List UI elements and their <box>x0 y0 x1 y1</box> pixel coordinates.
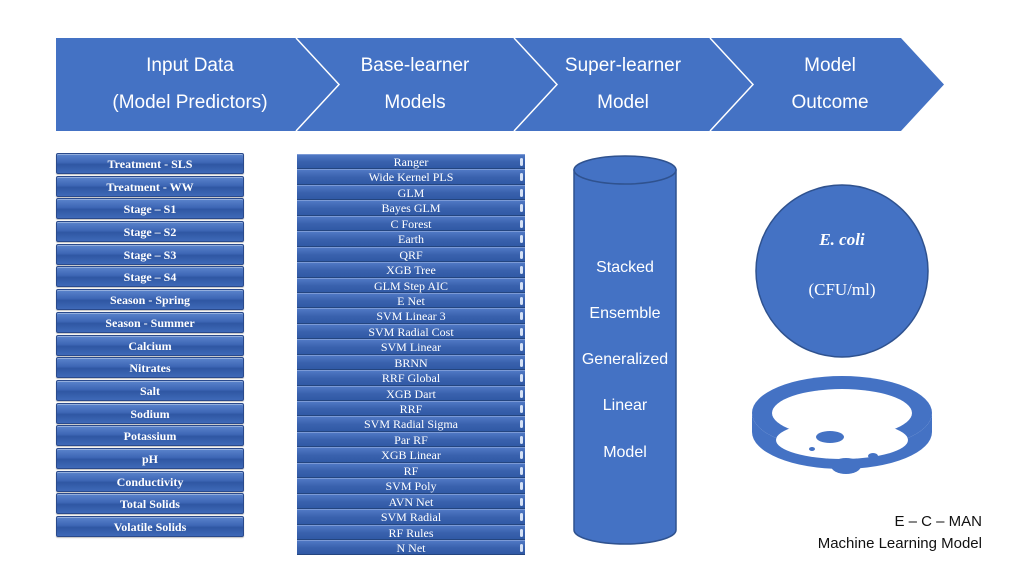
base-learner-item: GLM Step AIC <box>297 277 525 293</box>
predictor-item: Season - Spring <box>56 289 244 311</box>
header-label-model-outcome: Model Outcome <box>760 47 900 121</box>
base-learner-item: BRNN <box>297 354 525 371</box>
header-line: Base-learner <box>360 55 470 76</box>
predictor-item: Volatile Solids <box>56 516 244 537</box>
base-learner-item: SVM Poly <box>297 478 525 494</box>
header-line: Outcome <box>791 92 869 113</box>
chevron-base-learner <box>296 38 557 131</box>
base-learner-item: SVM Linear 3 <box>297 308 525 324</box>
header-label-super-learner: Super-learner Model <box>533 47 713 121</box>
base-learner-item: RRF <box>297 401 525 417</box>
outcome-unit: (CFU/ml) <box>808 280 876 299</box>
super-learner-text-line: Linear <box>602 397 648 414</box>
base-learner-item: N Net <box>297 539 525 556</box>
predictor-item: Conductivity <box>56 470 244 492</box>
header-label-base-learner: Base-learner Models <box>320 47 510 121</box>
base-learner-item: SVM Linear <box>297 339 525 355</box>
predictor-item: Nitrates <box>56 357 244 379</box>
predictor-item: Stage – S4 <box>56 266 244 288</box>
base-learner-item: Wide Kernel PLS <box>297 169 525 185</box>
header-line: Model <box>597 92 649 113</box>
header-line: Model <box>804 55 856 76</box>
super-learner-text-line: Model <box>603 444 647 461</box>
predictor-item: pH <box>56 447 244 469</box>
caption-title: E – C – MAN <box>894 513 982 530</box>
petri-dish-icon <box>752 376 932 474</box>
base-learner-item: XGB Dart <box>297 385 525 401</box>
base-learner-item: GLM <box>297 184 525 201</box>
base-learner-item: RF Rules <box>297 524 525 540</box>
super-learner-cylinder <box>573 155 677 545</box>
base-learner-item: Ranger <box>297 154 525 170</box>
chevron-divider <box>513 37 559 132</box>
predictor-item: Sodium <box>56 402 244 424</box>
header-line: (Model Predictors) <box>112 92 268 113</box>
base-learner-item: RF <box>297 462 525 479</box>
super-learner-text-line: Stacked <box>596 259 654 276</box>
chevron-input-data <box>56 38 339 131</box>
header-line: Models <box>384 92 446 113</box>
base-learner-item: SVM Radial <box>297 509 525 525</box>
predictor-item: Calcium <box>56 334 244 356</box>
base-learner-item: C Forest <box>297 215 525 232</box>
base-learner-item: XGB Tree <box>297 262 525 278</box>
super-learner-text-line: Generalized <box>581 351 669 368</box>
outcome-title: E. coli <box>819 230 865 249</box>
predictor-item: Total Solids <box>56 493 244 515</box>
base-learner-item: Bayes GLM <box>297 200 525 216</box>
predictor-item: Treatment - WW <box>56 175 244 197</box>
predictor-item: Stage – S3 <box>56 243 244 265</box>
base-learner-item: E Net <box>297 292 525 309</box>
header-line: Input Data <box>146 55 234 76</box>
predictor-item: Stage – S1 <box>56 198 244 220</box>
header-label-input-data: Input Data (Model Predictors) <box>80 47 300 121</box>
predictor-item: Stage – S2 <box>56 221 244 243</box>
base-learner-item: SVM Radial Cost <box>297 323 525 340</box>
header-line: Super-learner <box>564 55 682 76</box>
outcome-circle <box>755 184 929 358</box>
chevron-divider <box>295 37 341 132</box>
base-learner-item: QRF <box>297 246 525 263</box>
predictor-item: Salt <box>56 379 244 401</box>
super-learner-text-line: Ensemble <box>589 305 661 322</box>
base-learner-item: RRF Global <box>297 370 525 386</box>
base-learner-item: Earth <box>297 231 525 247</box>
base-learner-item: AVN Net <box>297 493 525 510</box>
base-learner-item: SVM Radial Sigma <box>297 416 525 432</box>
base-learner-item: Par RF <box>297 431 525 448</box>
predictor-item: Potassium <box>56 425 244 447</box>
predictor-item: Treatment - SLS <box>56 153 244 174</box>
chevron-super-learner <box>514 38 753 131</box>
chevron-divider <box>709 37 755 132</box>
caption-subtitle: Machine Learning Model <box>817 535 982 552</box>
predictor-item: Season - Summer <box>56 311 244 333</box>
base-learner-item: XGB Linear <box>297 447 525 463</box>
chevron-model-outcome <box>710 38 944 131</box>
